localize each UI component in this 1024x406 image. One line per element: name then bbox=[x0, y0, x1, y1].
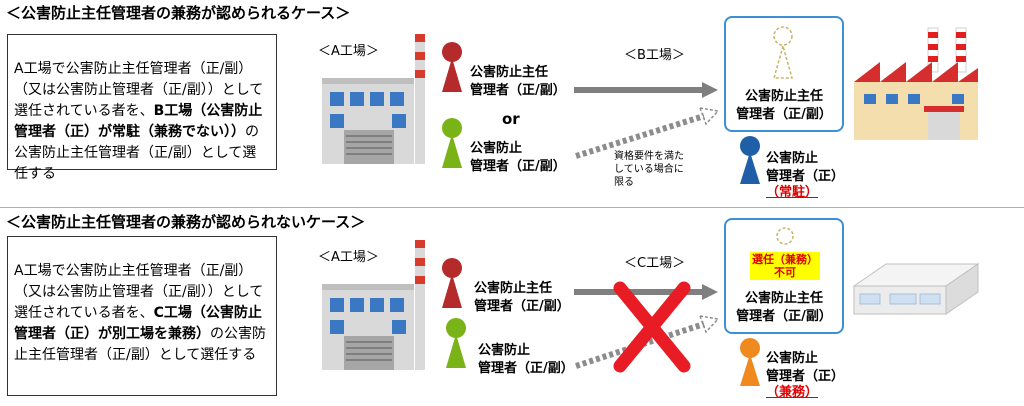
factory-b-tag: ＜B工場＞ bbox=[624, 48, 685, 63]
description-emphasis: C工場（公害防止管理者（正）が別工場を兼務） bbox=[14, 305, 262, 342]
section-title-not-allowed: ＜公害防止主任管理者の兼務が認められないケース＞ bbox=[6, 213, 366, 231]
factory-icon bbox=[854, 27, 978, 140]
description-box-not-allowed: A工場で公害防止主任管理者（正/副）（又は公害防止管理者（正/副））として選任さ… bbox=[7, 236, 277, 396]
person-icon bbox=[740, 338, 760, 386]
factory-c-tag: ＜C工場＞ bbox=[624, 256, 686, 271]
destination-role-label: 公害防止主任 管理者（正/副） bbox=[736, 291, 832, 324]
description-text: A工場で公害防止主任管理者（正/副）（又は公害防止管理者（正/副））として選任さ… bbox=[14, 61, 264, 119]
factory-a-tag: ＜A工場＞ bbox=[318, 250, 379, 265]
person-icon bbox=[442, 118, 462, 168]
resident-manager-label: 公害防止 管理者（正） bbox=[766, 351, 845, 384]
resident-manager-label: 公害防止 管理者（正） bbox=[766, 151, 845, 184]
arrow-icon bbox=[574, 82, 720, 159]
resident-status: （常駐） bbox=[766, 185, 819, 200]
person-label-manager: 公害防止 管理者（正/副） bbox=[478, 343, 574, 376]
server-rack-icon bbox=[852, 263, 980, 315]
vacant-person-icon bbox=[773, 26, 793, 79]
person-label-chief: 公害防止主任 管理者（正/副） bbox=[474, 281, 570, 314]
person-icon bbox=[740, 136, 760, 184]
factory-building-icon bbox=[322, 34, 425, 164]
destination-box-b bbox=[724, 16, 844, 132]
person-label-chief: 公害防止主任 管理者（正/副） bbox=[470, 65, 566, 98]
resident-status: （兼務） bbox=[766, 385, 819, 400]
or-label: or bbox=[502, 110, 520, 128]
person-icon bbox=[446, 318, 466, 368]
person-icon bbox=[442, 258, 462, 308]
factory-a-tag: ＜A工場＞ bbox=[318, 44, 379, 59]
description-text-end: の公害防止主任管理者（正/副）として選任する bbox=[14, 326, 266, 363]
description-text: A工場で公害防止主任管理者（正/副）（又は公害防止管理者（正/副））として選任さ… bbox=[14, 263, 264, 321]
description-text-end: の公害防止主任管理者（正/副）として選任する bbox=[14, 124, 259, 182]
person-label-manager: 公害防止 管理者（正/副） bbox=[470, 141, 566, 174]
cross-icon bbox=[613, 281, 691, 373]
destination-role-label: 公害防止主任 管理者（正/副） bbox=[736, 89, 832, 122]
vacant-person-icon bbox=[776, 227, 794, 245]
section-divider bbox=[0, 207, 1024, 208]
factory-building-icon bbox=[322, 240, 425, 370]
not-allowed-badge: 選任（兼務） 不可 bbox=[750, 252, 820, 280]
person-icon bbox=[442, 42, 462, 92]
section-title-allowed: ＜公害防止主任管理者の兼務が認められるケース＞ bbox=[6, 4, 351, 22]
qualification-note: 資格要件を満た している場合に 限る bbox=[614, 151, 684, 188]
description-emphasis: B工場（公害防止管理者（正）が常駐（兼務でない）） bbox=[14, 103, 263, 140]
description-box-allowed: A工場で公害防止主任管理者（正/副）（又は公害防止管理者（正/副））として選任さ… bbox=[7, 34, 277, 182]
